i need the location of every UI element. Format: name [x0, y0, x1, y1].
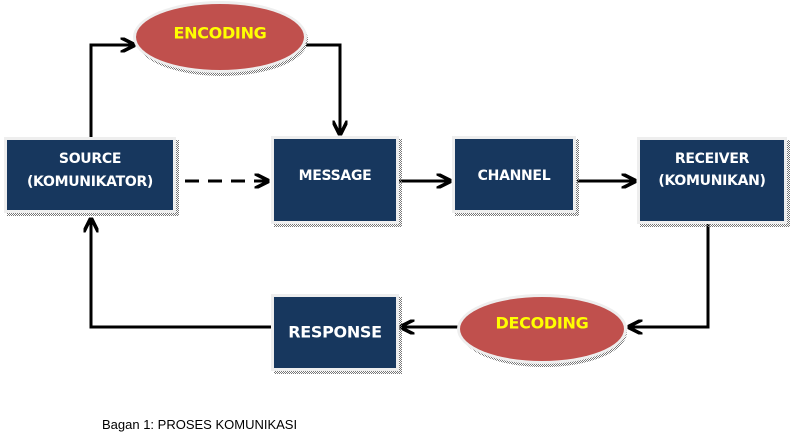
receiver-label-line1: RECEIVER — [675, 151, 750, 167]
node-message: MESSAGE — [271, 136, 402, 227]
message-box — [274, 139, 396, 221]
node-source: SOURCE (KOMUNIKATOR) — [4, 137, 179, 216]
edges — [89, 43, 710, 329]
diagram-caption: Bagan 1: PROSES KOMUNIKASI — [102, 417, 298, 432]
edge-encoding-to-message — [306, 43, 340, 134]
channel-label: CHANNEL — [478, 168, 551, 184]
edge-response-to-source — [91, 219, 272, 329]
node-decoding: DECODING — [457, 294, 627, 367]
node-channel: CHANNEL — [452, 136, 579, 216]
message-label: MESSAGE — [299, 168, 372, 184]
response-label: RESPONSE — [288, 323, 382, 342]
source-label-line2: (KOMUNIKATOR) — [27, 174, 153, 190]
encoding-label: ENCODING — [173, 24, 266, 43]
receiver-label-line2: (KOMUNIKAN) — [658, 173, 765, 189]
node-encoding: ENCODING — [133, 1, 308, 76]
source-box — [7, 140, 173, 210]
node-response: RESPONSE — [271, 294, 402, 374]
decoding-label: DECODING — [496, 314, 589, 333]
encoding-ellipse — [136, 4, 304, 70]
node-receiver: RECEIVER (KOMUNIKAN) — [637, 137, 790, 227]
receiver-box — [640, 140, 784, 221]
response-box — [274, 297, 396, 368]
edge-receiver-to-decoding — [629, 224, 710, 327]
channel-box — [455, 139, 573, 210]
source-label-line1: SOURCE — [59, 151, 121, 167]
edge-source-to-encoding — [89, 45, 134, 138]
decoding-ellipse — [460, 297, 624, 361]
